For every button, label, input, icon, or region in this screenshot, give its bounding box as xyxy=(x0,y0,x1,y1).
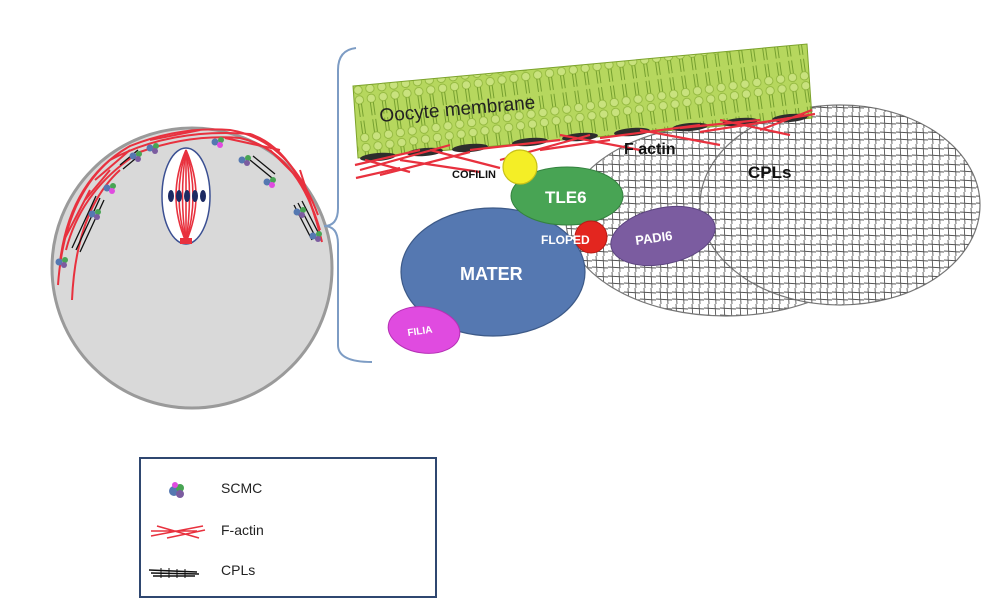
filia-protein xyxy=(387,306,461,354)
cpls-label: CPLs xyxy=(748,163,791,182)
filia-label: FILIA xyxy=(407,325,433,339)
legend-item-scmc: SCMC xyxy=(141,478,435,502)
padi6-label: PADI6 xyxy=(634,228,673,248)
cortical-f-actin xyxy=(57,128,323,301)
padi6-protein xyxy=(610,205,716,267)
mater-protein xyxy=(400,207,586,337)
cortical-scmc xyxy=(55,137,322,268)
floped-protein xyxy=(574,220,608,254)
oocyte-cell xyxy=(50,126,334,410)
legend-label-f-actin: F-actin xyxy=(221,522,264,538)
mater-label: MATER xyxy=(460,264,523,284)
meiotic-spindle xyxy=(161,147,211,245)
f-actin-meshwork xyxy=(354,108,816,180)
cofilin-label: COFILIN xyxy=(452,169,496,181)
f-actin-icon xyxy=(150,525,206,539)
f-actin-label: F actin xyxy=(624,141,676,158)
cpls-icon xyxy=(148,568,200,578)
floped-label: FLOPED xyxy=(541,233,590,247)
legend-label-scmc: SCMC xyxy=(221,480,263,496)
tle6-protein xyxy=(510,166,624,226)
scmc-icon xyxy=(169,482,184,498)
cpl-lattice xyxy=(565,104,981,317)
tle6-label: TLE6 xyxy=(545,188,587,207)
legend-item-f-actin: F-actin xyxy=(141,520,435,544)
cortical-cpls xyxy=(71,149,321,253)
cofilin-protein xyxy=(502,149,538,185)
legend-label-cpls: CPLs xyxy=(221,562,256,578)
oocyte xyxy=(50,126,334,410)
legend-item-cpls: CPLs xyxy=(141,560,435,584)
legend: SCMC F-actin CPLs xyxy=(139,457,437,598)
zoom-bracket xyxy=(323,47,373,363)
